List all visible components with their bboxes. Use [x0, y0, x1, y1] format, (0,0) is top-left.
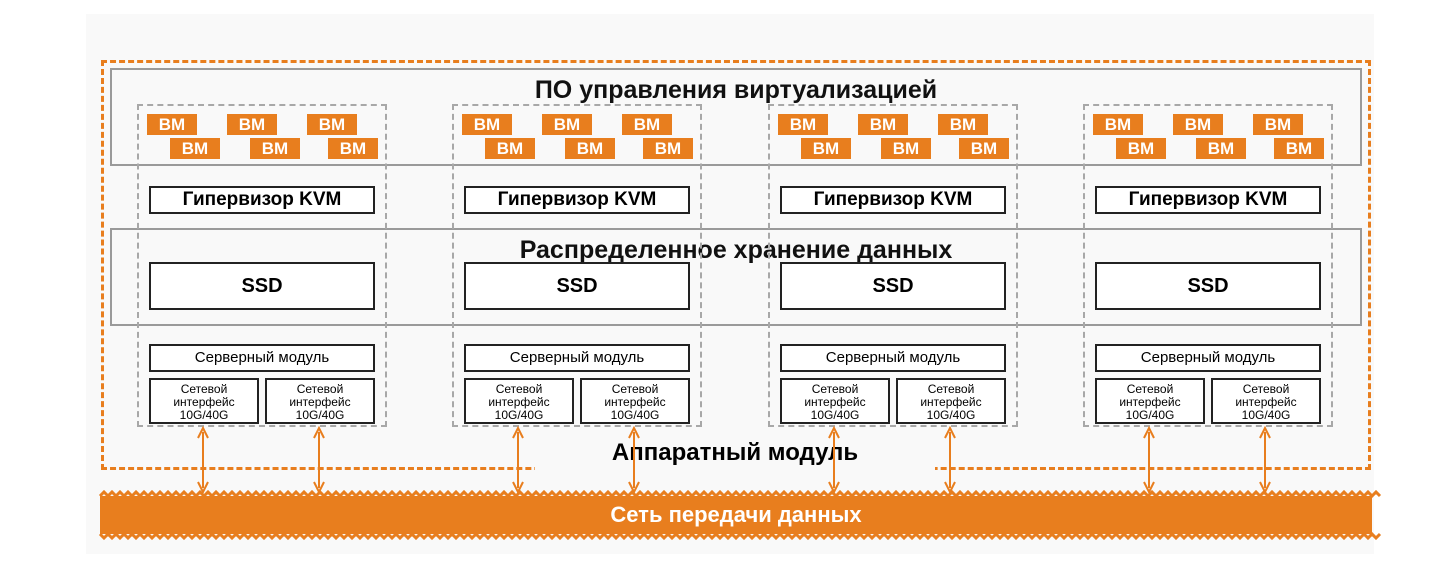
distributed-storage-title: Распределенное хранение данных [519, 236, 953, 264]
server-module-box: Серверный модуль [780, 344, 1006, 372]
network-interface-text: Сетевой [611, 382, 659, 396]
network-interface-text: Сетевой [180, 382, 228, 396]
vm-block: ВМ [565, 138, 615, 159]
hypervisor-kvm-box: Гипервизор KVM [149, 186, 375, 214]
vm-block: ВМ [643, 138, 693, 159]
network-interface-text: интерфейс [173, 395, 235, 409]
network-interface-text: интерфейс [804, 395, 866, 409]
vm-block: ВМ [1116, 138, 1166, 159]
vm-block: ВМ [858, 114, 908, 135]
node-2-outline [452, 104, 702, 427]
hypervisor-kvm-box: Гипервизор KVM [1095, 186, 1321, 214]
ssd-box: SSD [149, 262, 375, 310]
network-bar: Сеть передачи данных [100, 496, 1372, 534]
network-interface-text: интерфейс [920, 395, 982, 409]
vm-block: ВМ [485, 138, 535, 159]
vm-block: ВМ [462, 114, 512, 135]
virtualization-management-section: ПО управления виртуализацией [110, 68, 1362, 166]
vm-block: ВМ [227, 114, 277, 135]
ssd-box: SSD [780, 262, 1006, 310]
hypervisor-kvm-box: Гипервизор KVM [464, 186, 690, 214]
vm-block: ВМ [801, 138, 851, 159]
network-interface-text: Сетевой [296, 382, 344, 396]
vm-block: ВМ [1093, 114, 1143, 135]
vm-block: ВМ [1274, 138, 1324, 159]
network-interface-text: интерфейс [488, 395, 550, 409]
network-interface-text: 10G/40G [810, 408, 860, 422]
network-interface-text: интерфейс [1119, 395, 1181, 409]
ssd-box: SSD [464, 262, 690, 310]
network-interface-text: интерфейс [604, 395, 666, 409]
node-1-outline [137, 104, 387, 427]
network-interface-text: 10G/40G [926, 408, 976, 422]
vm-block: ВМ [250, 138, 300, 159]
vm-block: ВМ [307, 114, 357, 135]
network-interface-text: 10G/40G [610, 408, 660, 422]
virtualization-management-title: ПО управления виртуализацией [534, 76, 938, 104]
node-3-outline [768, 104, 1018, 427]
network-interface-text: 10G/40G [179, 408, 229, 422]
network-interface-text: 10G/40G [295, 408, 345, 422]
network-interface-text: 10G/40G [1125, 408, 1175, 422]
vm-block: ВМ [1196, 138, 1246, 159]
network-interface-text: интерфейс [289, 395, 351, 409]
hardware-module-label: Аппаратный модуль [535, 440, 935, 470]
distributed-storage-section: Распределенное хранение данных [110, 228, 1362, 326]
network-interface-text: 10G/40G [1241, 408, 1291, 422]
vm-block: ВМ [542, 114, 592, 135]
ssd-box: SSD [1095, 262, 1321, 310]
vm-block: ВМ [1253, 114, 1303, 135]
vm-block: ВМ [147, 114, 197, 135]
network-interface-text: Сетевой [1126, 382, 1174, 396]
network-interface-text: Сетевой [1242, 382, 1290, 396]
vm-block: ВМ [1173, 114, 1223, 135]
vm-block: ВМ [328, 138, 378, 159]
network-interface-text: Сетевой [927, 382, 975, 396]
network-interface-text: интерфейс [1235, 395, 1297, 409]
node-4-outline [1083, 104, 1333, 427]
network-interface-text: 10G/40G [494, 408, 544, 422]
network-label: Сеть передачи данных [610, 502, 862, 527]
vm-block: ВМ [881, 138, 931, 159]
server-module-box: Серверный модуль [149, 344, 375, 372]
vm-block: ВМ [938, 114, 988, 135]
network-interface-text: Сетевой [811, 382, 859, 396]
vm-block: ВМ [778, 114, 828, 135]
vm-block: ВМ [622, 114, 672, 135]
vm-block: ВМ [170, 138, 220, 159]
hypervisor-kvm-box: Гипервизор KVM [780, 186, 1006, 214]
server-module-box: Серверный модуль [1095, 344, 1321, 372]
vm-block: ВМ [959, 138, 1009, 159]
network-interface-text: Сетевой [495, 382, 543, 396]
server-module-box: Серверный модуль [464, 344, 690, 372]
